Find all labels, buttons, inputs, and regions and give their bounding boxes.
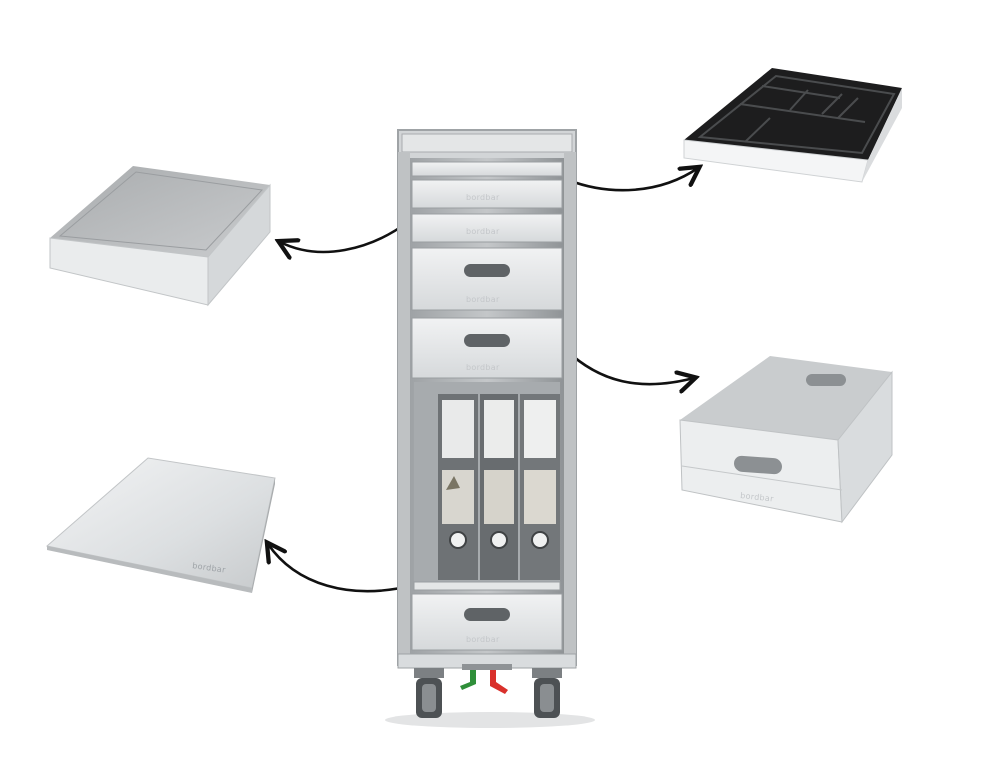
brand-mark-5: bordbar <box>466 635 500 644</box>
wheels <box>414 668 562 718</box>
trolley-drawer-3 <box>411 213 563 243</box>
binders <box>438 394 560 580</box>
trolley: bordbar bordbar bordbar bordbar <box>385 129 595 728</box>
svg-text:bordbar: bordbar <box>740 491 775 504</box>
brake-pedals <box>460 664 512 694</box>
cutlery-insert <box>683 68 902 183</box>
trolley-drawer-6 <box>411 593 563 651</box>
flat-shelf-plate: bordbar <box>45 457 276 593</box>
arrow-to-open-tray <box>280 220 410 252</box>
drawer-accessory: bordbar <box>679 356 893 524</box>
trolley-drawer-4 <box>411 247 563 311</box>
arrow-to-flat-plate <box>268 544 412 593</box>
brand-mark-3: bordbar <box>466 295 500 304</box>
brand-mark-4: bordbar <box>466 363 500 372</box>
trolley-drawer-1 <box>411 161 563 177</box>
open-tray <box>49 166 271 307</box>
brand-mark-1: bordbar <box>466 193 500 202</box>
arrow-to-drawer <box>564 348 694 384</box>
arrows <box>268 168 698 593</box>
trolley-drawer-5 <box>411 317 563 379</box>
arrow-to-cutlery-insert <box>566 168 698 192</box>
brand-mark-2: bordbar <box>466 227 500 236</box>
trolley-drawer-2 <box>411 179 563 209</box>
